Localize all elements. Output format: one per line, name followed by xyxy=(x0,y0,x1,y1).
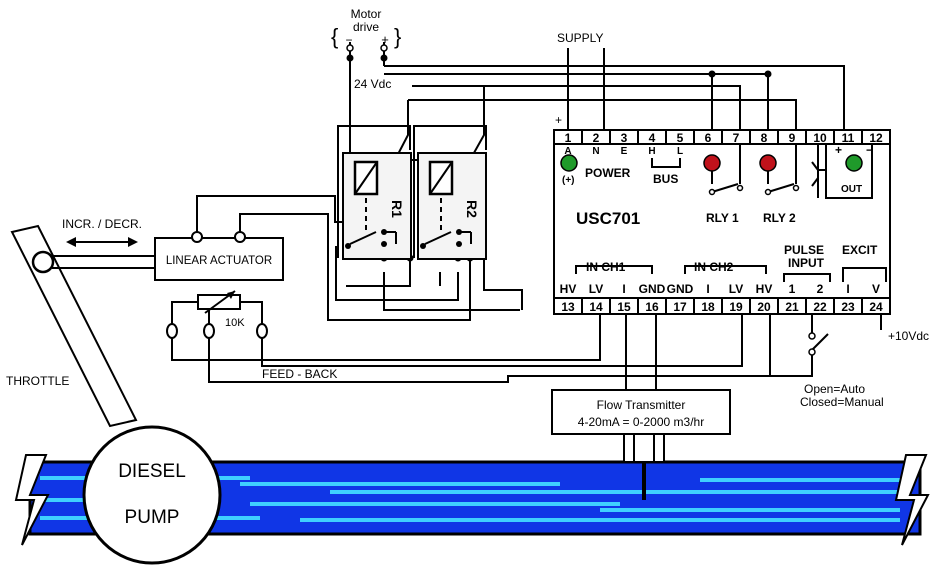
terminal-function-label: V xyxy=(872,282,880,296)
out-minus-label: − xyxy=(866,143,873,157)
motor-label-line1: Motor xyxy=(351,7,382,21)
rly1-led xyxy=(703,154,721,172)
pulse-input-label-2: INPUT xyxy=(788,256,825,270)
rly2-label: RLY 2 xyxy=(763,211,796,225)
terminal-top-11: 11 xyxy=(842,131,855,145)
motor-drive: Motor drive − + { } 24 Vdc xyxy=(331,7,401,91)
relay-r1: R1 xyxy=(342,152,412,260)
terminal-top-4: 4 xyxy=(649,131,656,145)
vdc10-label: +10Vdc xyxy=(888,329,929,343)
terminal-bottom-23: 23 xyxy=(841,300,855,314)
switch-label-line2: Closed=Manual xyxy=(800,395,884,409)
terminal-top-12: 12 xyxy=(869,131,883,145)
power-led xyxy=(560,154,578,172)
relay-r2-label: R2 xyxy=(464,200,480,218)
direction-arrow: INCR. / DECR. xyxy=(62,217,142,247)
terminal-letter-L: L xyxy=(677,146,683,157)
excit-label: EXCIT xyxy=(842,243,878,257)
terminal-bottom-21: 21 xyxy=(785,300,799,314)
terminal-letter-N: N xyxy=(592,146,599,157)
terminal-function-label: LV xyxy=(729,282,743,296)
model-label: USC701 xyxy=(576,209,640,228)
brace-left: { xyxy=(331,24,338,49)
terminal-function-label: LV xyxy=(589,282,603,296)
motor-minus-label: − xyxy=(345,33,352,47)
motor-plus-label: + xyxy=(381,32,389,47)
in-ch1-label: IN CH1 xyxy=(586,260,626,274)
terminal-bottom-22: 22 xyxy=(813,300,827,314)
terminal-function-label: 2 xyxy=(817,282,824,296)
vdc24-label: 24 Vdc xyxy=(354,77,391,91)
terminal-bottom-20: 20 xyxy=(757,300,771,314)
power-label: POWER xyxy=(585,166,631,180)
rly1-label: RLY 1 xyxy=(706,211,739,225)
auto-manual-switch xyxy=(508,314,882,377)
power-plus-label: (+) xyxy=(562,175,575,186)
bus-label: BUS xyxy=(653,172,678,186)
actuator-label: LINEAR ACTUATOR xyxy=(166,255,272,267)
brace-right: } xyxy=(394,24,401,49)
diesel-pump: DIESEL PUMP xyxy=(82,425,222,565)
terminal-letter-H: H xyxy=(648,146,655,157)
terminal-bottom-24: 24 xyxy=(869,300,883,314)
terminal-bottom-17: 17 xyxy=(673,300,687,314)
terminal-bottom-15: 15 xyxy=(617,300,631,314)
relay-r2: R2 xyxy=(417,152,487,260)
terminal-function-label: 1 xyxy=(789,282,796,296)
feedback-label: FEED - BACK xyxy=(262,367,337,381)
pulse-input-label-1: PULSE xyxy=(784,243,824,257)
terminal-letter-E: E xyxy=(621,146,628,157)
terminal-top-6: 6 xyxy=(705,131,712,145)
out-led xyxy=(845,154,863,172)
in-ch2-label: IN CH2 xyxy=(694,260,734,274)
pump-label-line1: DIESEL xyxy=(118,461,186,482)
terminal-top-2: 2 xyxy=(593,131,600,145)
flow-transmitter: Flow Transmitter 4-20mA = 0-2000 m3/hr xyxy=(551,314,731,500)
out-label: OUT xyxy=(841,184,862,195)
relay-r1-label: R1 xyxy=(389,200,405,218)
throttle-lever: THROTTLE xyxy=(6,224,156,428)
terminal-top-10: 10 xyxy=(813,131,827,145)
terminal-function-label: I xyxy=(706,282,709,296)
bottom-terminal-strip: 13 14 15 16 17 18 19 20 21 22 23 24 xyxy=(561,298,883,314)
terminal-top-8: 8 xyxy=(761,131,768,145)
supply-label: SUPPLY xyxy=(557,31,603,45)
feedback-potentiometer: 10K FEED - BACK xyxy=(166,290,337,381)
transmitter-line1: Flow Transmitter xyxy=(597,398,686,412)
switch-label-line1: Open=Auto xyxy=(804,382,865,396)
throttle-label: THROTTLE xyxy=(6,374,69,388)
linear-actuator: LINEAR ACTUATOR xyxy=(154,231,284,281)
terminal-bottom-18: 18 xyxy=(701,300,715,314)
pump-label-line2: PUMP xyxy=(125,507,180,528)
terminal-top-1: 1 xyxy=(565,131,572,145)
terminal-top-7: 7 xyxy=(733,131,740,145)
terminal-function-label: HV xyxy=(560,282,577,296)
out-plus-label: + xyxy=(835,143,842,157)
terminal-function-label: I xyxy=(622,282,625,296)
terminal-function-label: GND xyxy=(639,282,666,296)
terminal-function-label: I xyxy=(846,282,849,296)
terminal-function-label: HV xyxy=(756,282,773,296)
terminal-bottom-14: 14 xyxy=(589,300,603,314)
terminal-top-3: 3 xyxy=(621,131,628,145)
motor-label-line2: drive xyxy=(353,20,379,34)
terminal-bottom-19: 19 xyxy=(729,300,743,314)
terminal-bottom-13: 13 xyxy=(561,300,575,314)
supply-plus: + xyxy=(555,113,562,127)
terminal-bottom-16: 16 xyxy=(645,300,659,314)
terminal-letter-A: A xyxy=(564,146,571,157)
rly2-led xyxy=(759,154,777,172)
terminal-function-label: GND xyxy=(667,282,694,296)
direction-label: INCR. / DECR. xyxy=(62,217,142,231)
terminal-top-9: 9 xyxy=(789,131,796,145)
pot-label: 10K xyxy=(225,317,245,329)
transmitter-line2: 4-20mA = 0-2000 m3/hr xyxy=(578,415,704,429)
terminal-top-5: 5 xyxy=(677,131,684,145)
